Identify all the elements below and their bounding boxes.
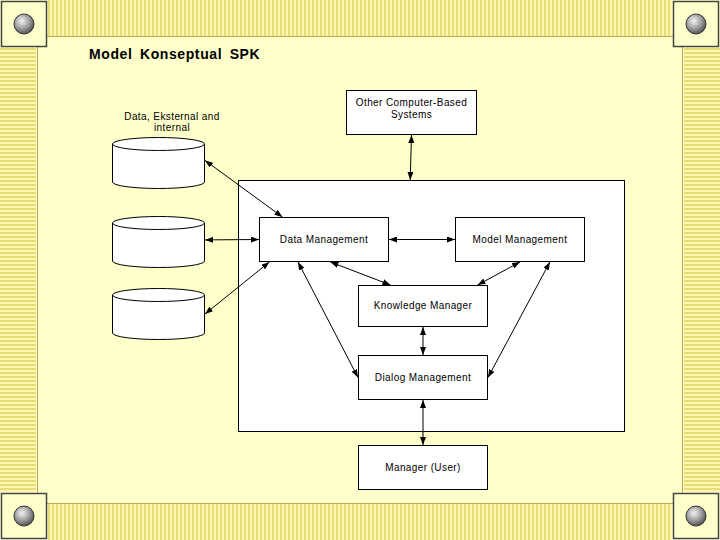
data-store	[112, 288, 205, 340]
component-box: Dialog Management	[358, 355, 488, 400]
frame-band	[48, 504, 672, 540]
connector-arrow	[205, 239, 259, 240]
corner-ornament	[2, 2, 47, 47]
data-store	[112, 216, 205, 268]
cylinder-outline	[112, 216, 205, 268]
slide-panel	[38, 37, 683, 504]
frame-band	[684, 48, 720, 492]
connector-arrow	[298, 262, 358, 378]
data-store: Data, Eksternal and internal	[112, 137, 205, 189]
connector-arrow	[423, 327, 424, 355]
component-box: Model Management	[455, 217, 585, 262]
component-box: Data Management	[259, 217, 389, 262]
cylinder-body	[113, 217, 205, 268]
connector-arrow	[205, 262, 269, 314]
cylinder-outline	[112, 288, 205, 340]
connector-arrow	[488, 262, 550, 378]
connector-arrow	[478, 262, 520, 285]
corner-ornament	[2, 494, 47, 539]
user-box: Manager (User)	[358, 445, 488, 490]
frame-band	[0, 48, 36, 492]
system-box: Other Computer-Based Systems	[346, 90, 477, 135]
connector-arrow	[423, 400, 424, 445]
box-label: Model Management	[473, 234, 568, 246]
cylinder-rim	[113, 223, 205, 229]
cylinder-rim	[113, 295, 205, 301]
box-label: Data Management	[280, 234, 368, 246]
connector-arrow	[389, 239, 455, 240]
frame-band	[48, 0, 672, 36]
box-label: Knowledge Manager	[374, 300, 473, 312]
cylinder-rim	[113, 144, 205, 150]
store-heading: Data, Eksternal and internal	[116, 111, 228, 133]
connector-arrow	[410, 135, 411, 180]
connector-arrow	[331, 262, 391, 285]
cylinder-outline	[112, 137, 205, 189]
box-label: Dialog Management	[375, 372, 471, 384]
connector-arrow	[205, 160, 282, 217]
cylinder-body	[113, 138, 205, 189]
diagram-title: Model Konseptual SPK	[89, 46, 260, 62]
box-label: Manager (User)	[385, 462, 461, 474]
box-label: Other Computer-Based Systems	[351, 97, 472, 121]
component-box: Knowledge Manager	[358, 285, 488, 327]
corner-ornament	[674, 494, 719, 539]
cylinder-body	[113, 289, 205, 340]
dss-boundary: Data Management Model ManagementKnowledge…	[238, 180, 625, 432]
corner-ornament	[674, 2, 719, 47]
